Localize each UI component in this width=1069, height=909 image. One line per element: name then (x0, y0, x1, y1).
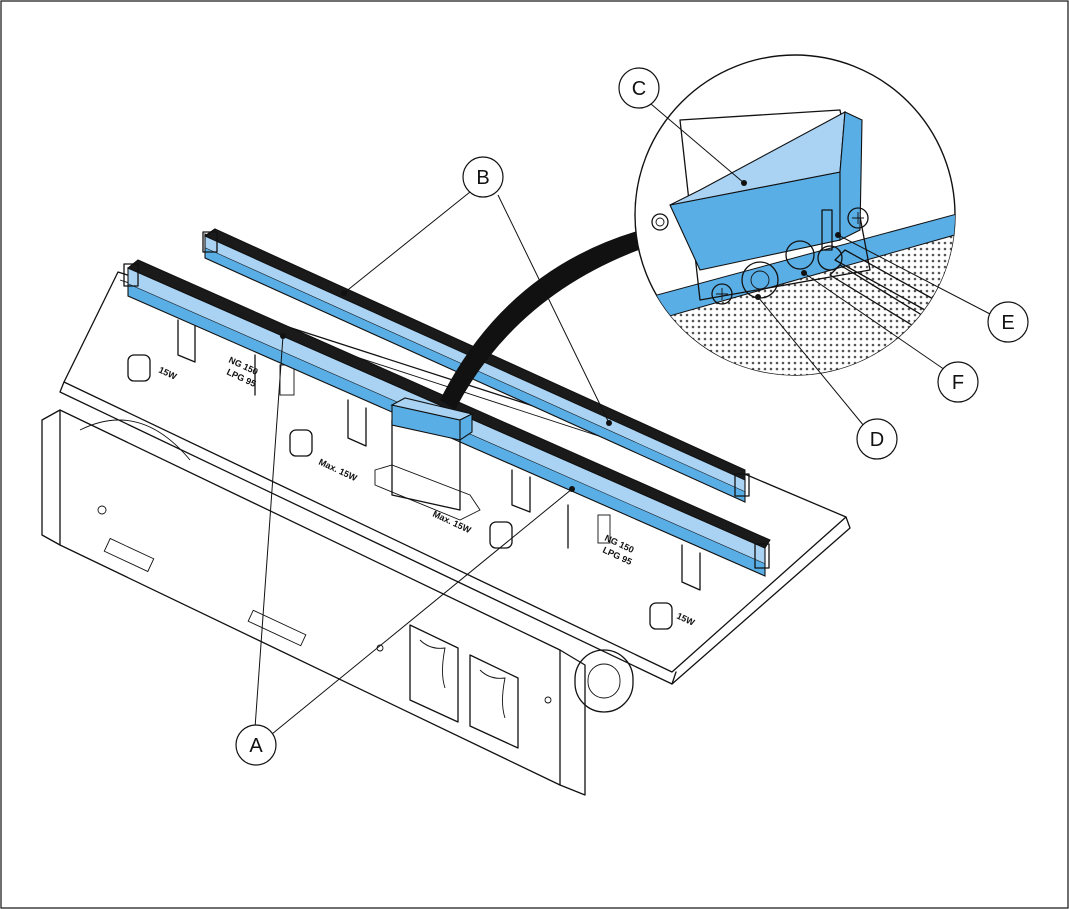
detail-magnifier (634, 54, 956, 376)
svg-text:E: E (1001, 312, 1014, 334)
leader-lines (254, 103, 991, 735)
plate-fittings (127, 319, 701, 630)
svg-text:D: D (870, 429, 884, 451)
svg-text:F: F (952, 372, 964, 394)
callout-d: D (856, 418, 898, 460)
callout-e: E (987, 301, 1029, 343)
callout-b: B (462, 156, 504, 198)
callout-f: F (937, 361, 979, 403)
plate-label-15w-right: 15W (675, 611, 696, 628)
side-panel (41, 409, 634, 796)
svg-text:B: B (476, 167, 489, 189)
svg-text:A: A (249, 735, 263, 757)
plate-label-15w-left: 15W (157, 365, 178, 382)
plate-label-max-15w-1: Max. 15W (317, 457, 359, 484)
detail-link-band (440, 225, 668, 410)
svg-text:C: C (632, 78, 646, 100)
callout-c: C (618, 67, 660, 109)
connector-block (374, 397, 481, 521)
callout-a: A (235, 724, 277, 766)
plate-label-max-15w-2: Max. 15W (431, 509, 473, 536)
